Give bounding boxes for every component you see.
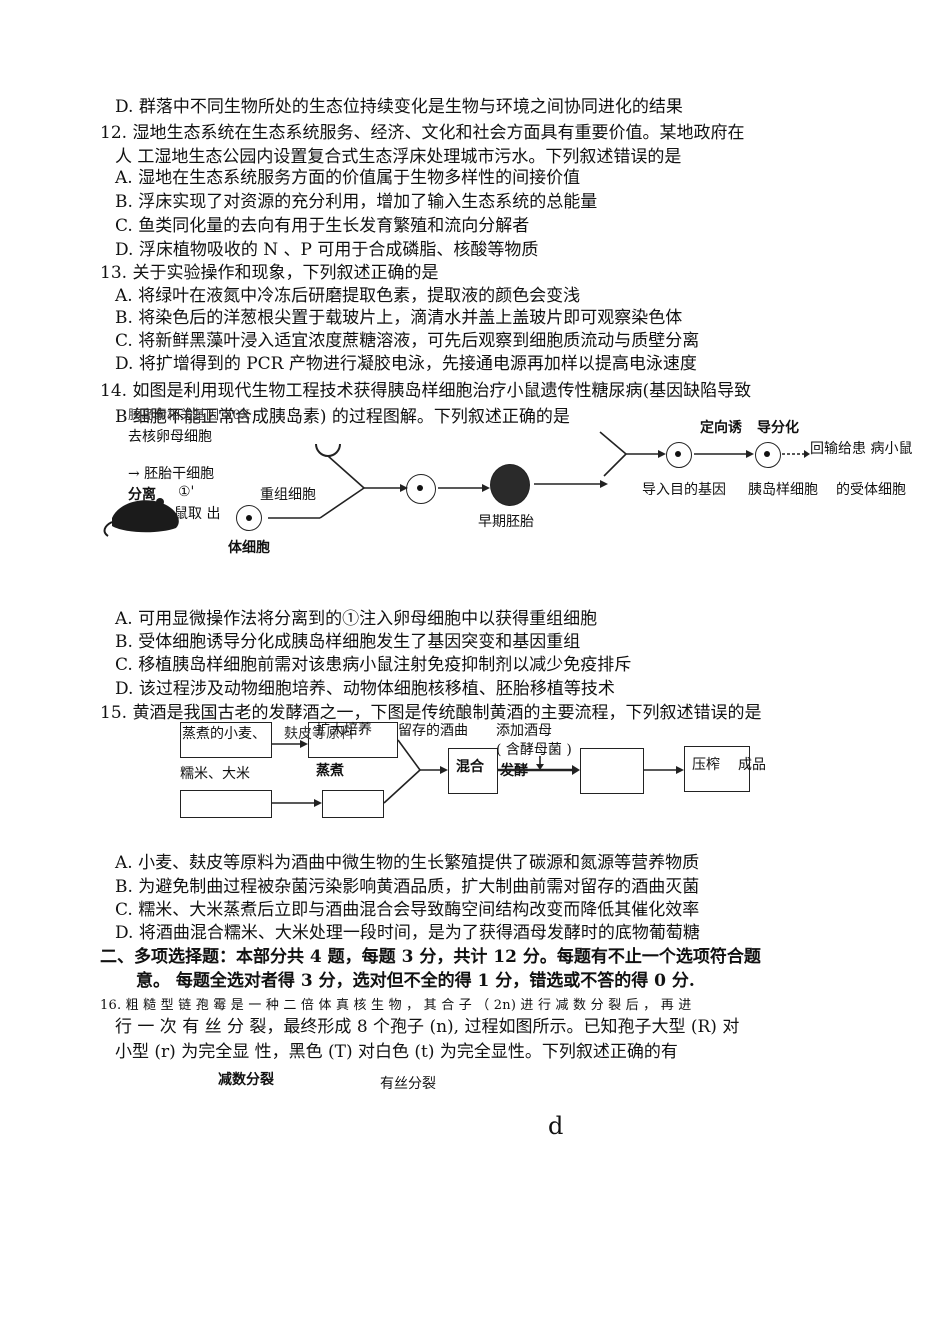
q13-stem: 13. 关于实验操作和现象，下列叙述正确的是	[100, 263, 439, 283]
q13-option-d: D. 将扩增得到的 PCR 产物进行凝胶电泳，先接通电源再加样以提高电泳速度	[115, 354, 697, 374]
q14-option-a: A. 可用显微操作法将分离到的①注入卵母细胞中以获得重组细胞	[115, 609, 598, 629]
q14-fig-somatic-label: 体细胞	[228, 540, 270, 556]
steamed-rice-box	[322, 790, 384, 818]
q15-fig-bran-label: 麸皮等原料	[284, 726, 354, 742]
press-box	[684, 746, 750, 792]
q14-fig-isletlike-label: 胰岛样细胞	[748, 482, 818, 498]
q15-fig-add-yeast-label: 添加酒母	[496, 723, 552, 739]
q15-fig-product-label: 成品	[738, 757, 766, 773]
q12-option-b: B. 浮床实现了对资源的充分利用，增加了输入生态系统的总能量	[115, 192, 598, 212]
q14-option-b: B. 受体细胞诱导分化成胰岛样细胞发生了基因突变和基因重组	[115, 632, 581, 652]
q16-stem-line1: 16. 粗 糙 型 链 孢 霉 是 一 种 二 倍 体 真 核 生 物 ， 其 …	[100, 998, 692, 1013]
q15-fig-leftover-label: 留存的酒曲	[398, 723, 468, 739]
q15-option-d: D. 将酒曲混合糯米、大米处理一段时间，是为了获得酒母发酵时的底物葡萄糖	[115, 923, 700, 943]
q14-stem-line2: B 细胞不能正常合成胰岛素) 的过程图解。下列叙述正确的是	[115, 407, 570, 427]
q15-fig-wheat-label: 蒸煮的小麦、	[182, 726, 266, 742]
q14-fig-mouse-label: 小鼠取 出	[160, 506, 221, 522]
q15-option-b: B. 为避免制曲过程被杂菌污染影响黄酒品质，扩大制曲前需对留存的酒曲灭菌	[115, 877, 700, 897]
q15-option-a: A. 小麦、麸皮等原料为酒曲中微生物的生长繁殖提供了碳源和氮源等营养物质	[115, 853, 700, 873]
islet-like-cell-nucleus	[764, 451, 770, 457]
q16-fig-letter: d	[548, 1112, 564, 1140]
q15-fig-press-label: 压榨	[692, 757, 720, 773]
q15-fig-culture-label: 扩大培养	[316, 722, 372, 738]
q11-option-d: D. 群落中不同生物所处的生态位持续变化是生物与环境之间协同进化的结果	[115, 97, 683, 117]
q13-option-a: A. 将绿叶在液氮中冷冻后研磨提取色素，提取液的颜色会变浅	[115, 286, 581, 306]
q14-fig-recombinant-label: 重组细胞	[260, 487, 316, 503]
q14-option-d: D. 该过程涉及动物细胞培养、动物体细胞核移植、胚胎移植等技术	[115, 679, 615, 699]
q14-stem-line1: 14. 如图是利用现代生物工程技术获得胰岛样细胞治疗小鼠遗传性糖尿病(基因缺陷导…	[100, 381, 752, 401]
section2-header-line1: 二、多项选择题：本部分共 4 题，每题 3 分，共计 12 分。每题有不止一个选…	[100, 947, 761, 967]
q15-fig-steam-label: 蒸煮	[316, 763, 344, 779]
q12-stem-line2: 人 工湿地生态公园内设置复合式生态浮床处理城市污水。下列叙述错误的是	[115, 147, 682, 167]
q14-fig-esc-label: → 胚胎干细胞	[128, 466, 215, 482]
expand-culture-box	[308, 722, 398, 758]
wheat-bran-box	[180, 722, 272, 758]
q16-fig-mitosis-label: 有丝分裂	[380, 1076, 436, 1092]
q14-fig-differentiate-label: 导分化	[757, 420, 799, 436]
q15-fig-rice-label: 糯米、大米	[180, 766, 250, 782]
q16-stem-line3: 小型 (r) 为完全显 性，黑色 (T) 对白色 (t) 为完全显性。下列叙述正…	[115, 1042, 678, 1062]
q14-fig-return-label: 回输给患 病小鼠	[810, 441, 913, 457]
q14-fig-introduce-label: 导入目的基因	[642, 482, 726, 498]
q15-fig-yeast-note: ( 含酵母菌 )	[496, 742, 572, 758]
q14-fig-separate-label: 分离	[128, 487, 156, 503]
mix-box	[448, 748, 498, 794]
q12-option-d: D. 浮床植物吸收的 N 、P 可用于合成磷脂、核酸等物质	[115, 240, 539, 260]
q12-option-c: C. 鱼类同化量的去向有用于生长发育繁殖和流向分解者	[115, 216, 530, 236]
q14-fig-recipient-label: 的受体细胞	[836, 482, 906, 498]
q15-stem: 15. 黄酒是我国古老的发酵酒之一，下图是传统酿制黄酒的主要流程，下列叙述错误的…	[100, 703, 762, 723]
early-embryo-icon	[490, 464, 530, 506]
q13-option-c: C. 将新鲜黑藻叶浸入适宜浓度蔗糖溶液，可先后观察到细胞质流动与质壁分离	[115, 331, 700, 351]
q13-option-b: B. 将染色后的洋葱根尖置于载玻片上，滴清水并盖上盖玻片即可观察染色体	[115, 308, 683, 328]
q15-option-c: C. 糯米、大米蒸煮后立即与酒曲混合会导致酶空间结构改变而降低其催化效率	[115, 900, 700, 920]
q14-option-c: C. 移植胰岛样细胞前需对该患病小鼠注射免疫抑制剂以减少免疫排斥	[115, 655, 632, 675]
q14-fig-directed-label: 定向诱	[700, 420, 742, 436]
q12-option-a: A. 湿地在生态系统服务方面的价值属于生物多样性的间接价值	[115, 168, 581, 188]
q16-stem-line2: 行 一 次 有 丝 分 裂，最终形成 8 个孢子 (n), 过程如图所示。已知孢…	[115, 1017, 740, 1037]
q12-stem-line1: 12. 湿地生态系统在生态系统服务、经济、文化和社会方面具有重要价值。某地政府在	[100, 123, 745, 143]
q14-fig-overlap-text: 胰岛素相关基因 X0X	[128, 408, 250, 423]
recipient-cell-nucleus	[675, 451, 681, 457]
rice-box	[180, 790, 272, 818]
recombinant-cell-nucleus	[417, 485, 423, 491]
q14-fig-circle1-label: ①'	[178, 484, 195, 500]
q14-fig-embryo-label: 早期胚胎	[478, 514, 534, 530]
section2-header-line2: 意。 每题全选对者得 3 分，选对但不全的得 1 分，错选或不答的得 0 分.	[136, 971, 695, 991]
somatic-cell-nucleus	[246, 515, 252, 521]
q15-fig-ferment-label: 发酵	[500, 763, 528, 779]
q16-fig-meiosis-label: 减数分裂	[218, 1072, 274, 1088]
q14-fig-egg-label: 去核卵母细胞	[128, 429, 212, 445]
q15-fig-mix-label: 混合	[456, 759, 484, 775]
ferment-product-box	[580, 748, 644, 794]
